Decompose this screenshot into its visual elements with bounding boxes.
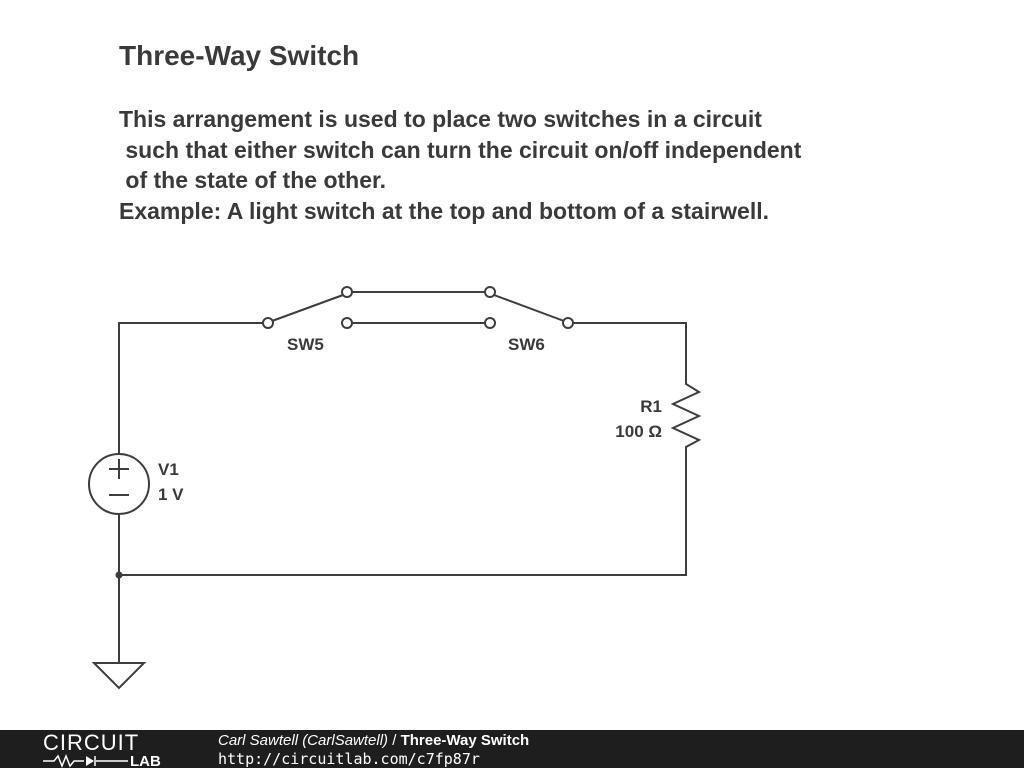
voltage-source-v1-label: V1 bbox=[158, 460, 179, 479]
wire-right-bottom bbox=[119, 455, 687, 576]
description: This arrangement is used to place two sw… bbox=[119, 104, 801, 226]
switch-sw5-common-terminal bbox=[262, 317, 274, 329]
switch-sw6-blade bbox=[493, 294, 565, 322]
footer-circuit-title: Three-Way Switch bbox=[400, 732, 530, 749]
description-line: such that either switch can turn the cir… bbox=[119, 136, 802, 163]
voltage-source-v1 bbox=[88, 453, 150, 515]
logo-text-bottom: LAB bbox=[130, 753, 161, 768]
resistor-r1-label: R1 bbox=[640, 397, 662, 416]
description-line: Example: A light switch at the top and b… bbox=[119, 197, 770, 224]
switch-sw5 bbox=[262, 286, 353, 329]
wire-right-top bbox=[573, 322, 687, 380]
description-line: This arrangement is used to place two sw… bbox=[119, 106, 762, 132]
footer-author-link[interactable]: Carl Sawtell (CarlSawtell) bbox=[218, 732, 389, 749]
voltage-source-v1-value: 1 V bbox=[158, 485, 184, 504]
switch-sw6-label: SW6 bbox=[508, 335, 545, 354]
switch-sw5-throw-bottom-terminal bbox=[341, 317, 353, 329]
circuitlab-logo[interactable]: CIRCUIT LAB bbox=[40, 730, 180, 768]
ground-symbol bbox=[91, 662, 147, 690]
footer-separator: / bbox=[388, 732, 401, 749]
resistor-glyph-icon bbox=[43, 753, 84, 768]
resistor-r1-value: 100 Ω bbox=[615, 422, 662, 441]
page-title: Three-Way Switch bbox=[119, 40, 360, 71]
switch-sw5-label: SW5 bbox=[287, 335, 324, 354]
switch-sw6-throw-top-terminal bbox=[484, 286, 496, 298]
switch-sw6-common-terminal bbox=[562, 317, 574, 329]
wire-left-top bbox=[118, 322, 263, 455]
footer-bar: CIRCUIT LAB Carl Sawtell (CarlSawtell) /… bbox=[0, 730, 1024, 768]
description-line: of the state of the other. bbox=[119, 167, 387, 193]
switch-sw5-throw-top-terminal bbox=[341, 286, 353, 298]
voltage-source-v1-circle bbox=[88, 453, 150, 515]
junction-dot bbox=[115, 571, 123, 579]
circuit-schematic: SW5 SW6 R1 100 Ω V1 1 V bbox=[88, 286, 702, 690]
switch-sw6 bbox=[484, 286, 574, 329]
switch-sw5-blade bbox=[271, 294, 344, 322]
footer-credit: Carl Sawtell (CarlSawtell) / Three-Way S… bbox=[218, 732, 529, 749]
resistor-r1-symbol bbox=[670, 380, 702, 455]
logo-text-top: CIRCUIT bbox=[43, 730, 139, 755]
switch-sw6-throw-bottom-terminal bbox=[484, 317, 496, 329]
footer-url-link[interactable]: http://circuitlab.com/c7fp87r bbox=[218, 750, 480, 768]
diode-glyph-icon bbox=[86, 756, 94, 766]
